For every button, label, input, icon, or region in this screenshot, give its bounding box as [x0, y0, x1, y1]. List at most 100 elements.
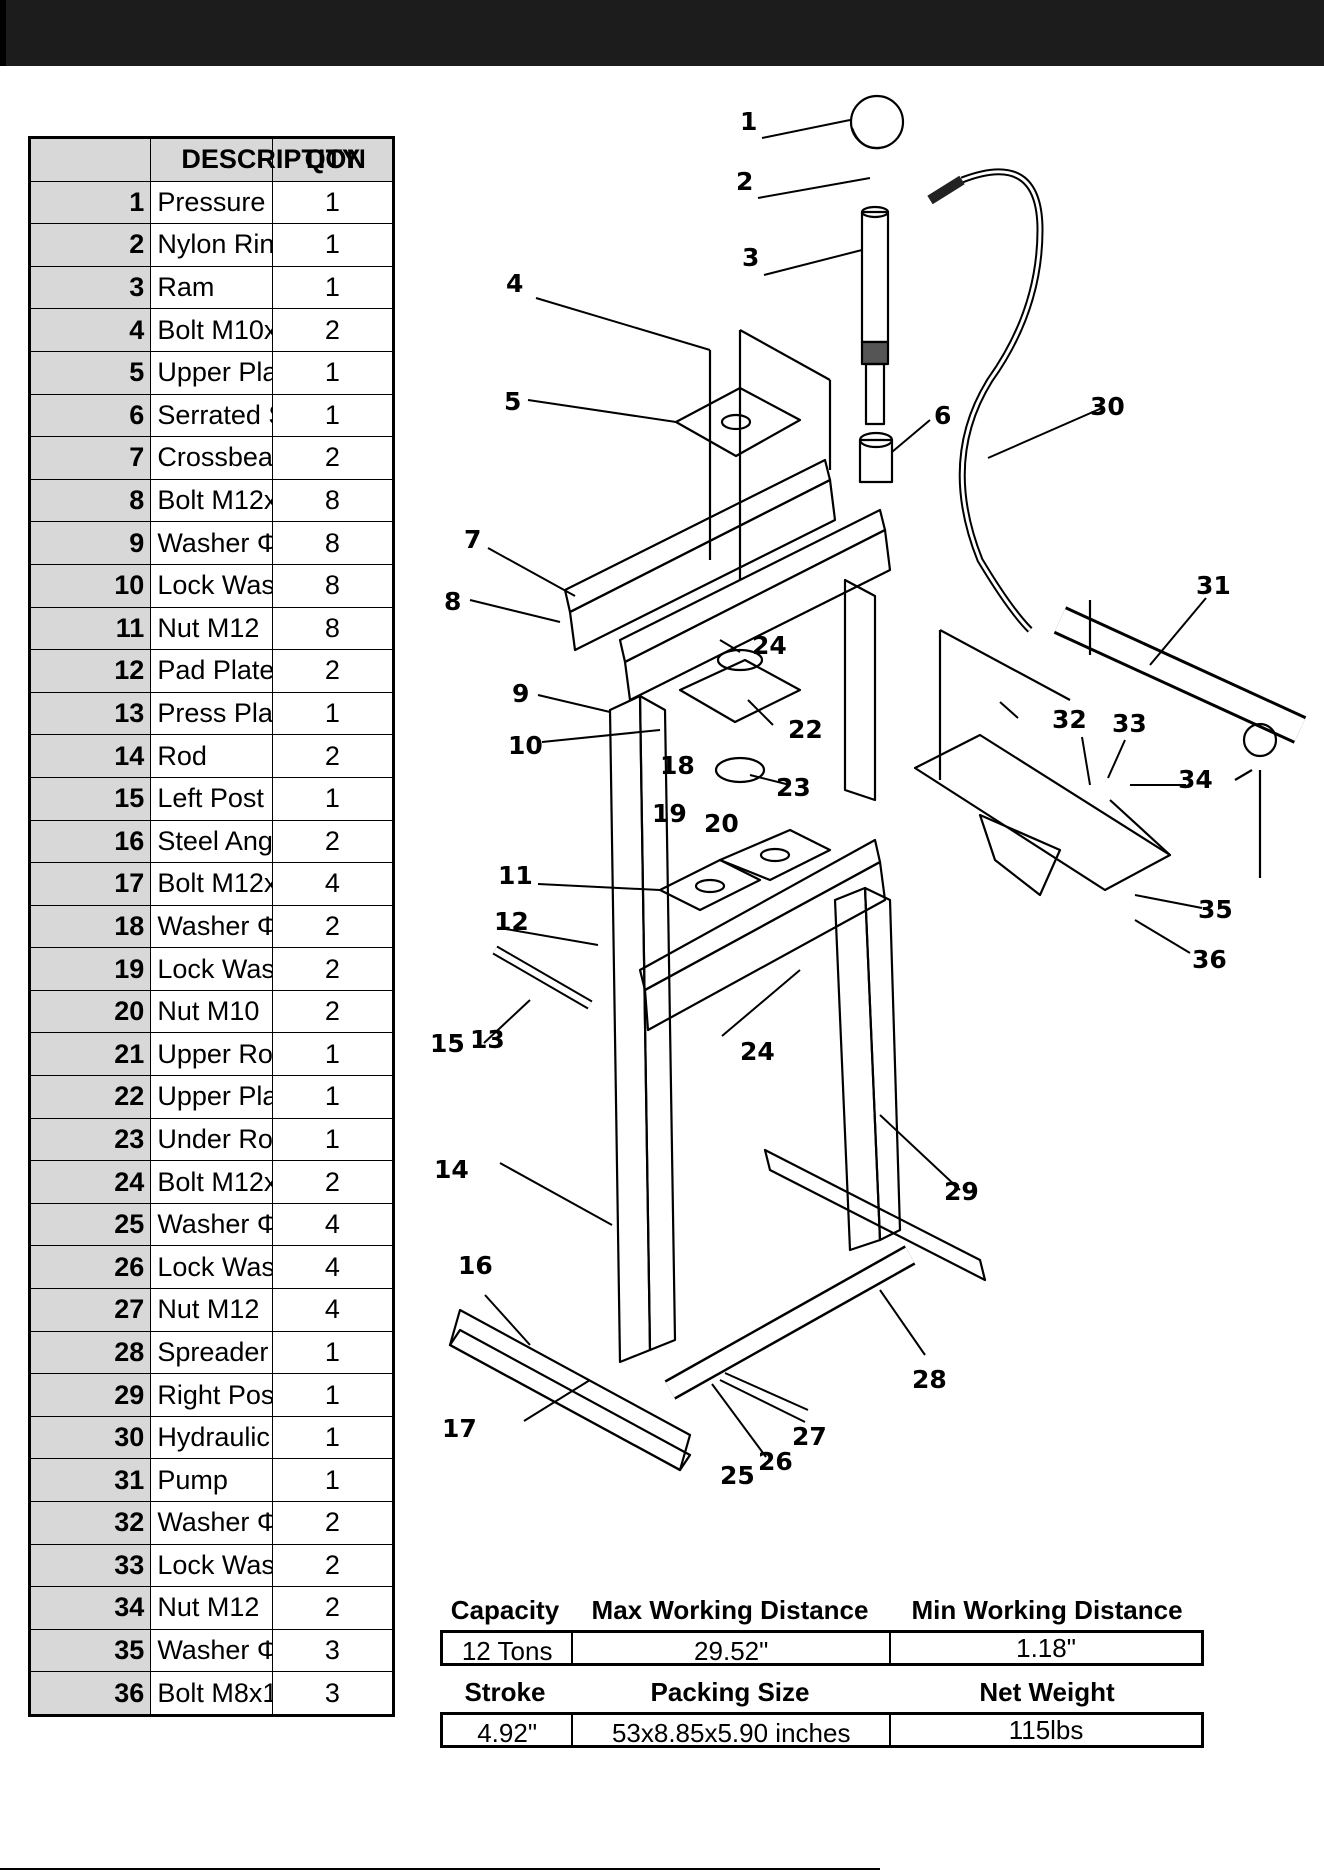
callout-label: 12	[494, 907, 529, 936]
part-description: Bolt M10x140	[150, 308, 273, 352]
part-description: Lock Washer Φ12	[150, 1245, 273, 1290]
part-description: Nut M12	[150, 606, 273, 651]
part-qty: 8	[271, 478, 395, 523]
part-number: 3	[28, 265, 152, 310]
part-description: Rod	[150, 734, 273, 778]
header-bar	[0, 0, 1324, 66]
part-number: 26	[28, 1245, 152, 1290]
part-qty: 4	[271, 1245, 395, 1290]
part-qty: 4	[271, 1202, 395, 1247]
specs-row1-values: 12 Tons 29.52" 1.18"	[440, 1630, 1204, 1666]
part-number: 35	[28, 1628, 152, 1673]
callout-label: 22	[788, 715, 823, 744]
part-description: Bolt M12x35	[150, 478, 273, 523]
callout-label: 16	[458, 1251, 493, 1280]
part-number: 28	[28, 1330, 152, 1375]
part-qty: 2	[271, 1543, 395, 1588]
part-description: Lock Washer Φ12	[150, 1543, 273, 1588]
hydraulic-hose	[958, 168, 1044, 633]
callout-label: 36	[1192, 945, 1227, 974]
callout-label: 25	[720, 1461, 755, 1490]
part-description: Right Post	[150, 1373, 273, 1417]
part-description: Upper Plate	[150, 350, 273, 395]
part-qty: 1	[271, 223, 395, 267]
part-qty: 1	[271, 1415, 395, 1460]
part-number: 31	[28, 1458, 152, 1502]
callout-label: 7	[464, 525, 481, 554]
part-qty: 1	[271, 1117, 395, 1162]
part-number: 24	[28, 1160, 152, 1204]
part-description: Spreader	[150, 1330, 273, 1375]
part-description: Crossbeam	[150, 436, 273, 480]
part-description: Press Plateform	[150, 691, 273, 736]
part-description: Left Post	[150, 776, 273, 821]
part-qty: 8	[271, 563, 395, 608]
callout-label: 34	[1178, 765, 1213, 794]
callout-label: 29	[944, 1177, 979, 1206]
table-header-row: DESCRIPTION QTY	[28, 137, 395, 182]
spec-label-stroke: Stroke	[464, 1676, 546, 1707]
part-qty: 4	[271, 862, 395, 906]
part-number: 16	[28, 819, 152, 864]
part-number: 7	[28, 436, 152, 480]
part-number: 19	[28, 947, 152, 991]
part-qty: 2	[271, 308, 395, 352]
part-number: 13	[28, 691, 152, 736]
part-description: Ram	[150, 265, 273, 310]
part-description: Bolt M12x30	[150, 862, 273, 906]
callout-label: 18	[660, 751, 695, 780]
part-qty: 1	[271, 1330, 395, 1375]
part-qty: 1	[271, 393, 395, 438]
part-qty: 8	[271, 606, 395, 651]
steel-angle-right	[763, 1148, 987, 1282]
callout-label: 26	[758, 1447, 793, 1476]
steel-angle-left	[448, 1328, 692, 1472]
header-number	[28, 137, 152, 182]
part-qty: 3	[271, 1671, 395, 1716]
part-qty: 1	[271, 1373, 395, 1417]
callout-label: 31	[1196, 571, 1231, 600]
callout-label: 2	[736, 167, 753, 196]
part-number: 21	[28, 1032, 152, 1077]
part-qty: 2	[271, 1501, 395, 1545]
part-number: 11	[28, 606, 152, 651]
part-number: 33	[28, 1543, 152, 1588]
part-description: Pressure Guage	[150, 180, 273, 225]
part-description: Upper Round Nut	[150, 1032, 273, 1077]
callout-label: 8	[444, 587, 461, 616]
part-number: 8	[28, 478, 152, 523]
part-description: Bolt M8x15	[150, 1671, 273, 1716]
part-number: 1	[28, 180, 152, 225]
spec-value-capacity: 12 Tons	[443, 1633, 574, 1666]
callout-label: 17	[442, 1414, 477, 1443]
callout-label: 28	[912, 1365, 947, 1394]
part-qty: 4	[271, 1288, 395, 1332]
callout-label: 3	[742, 243, 759, 272]
specs-table: Capacity Max Working Distance Min Workin…	[440, 1590, 1204, 1754]
spec-value-packing-size: 53x8.85x5.90 inches	[573, 1715, 892, 1748]
part-qty: 1	[271, 350, 395, 395]
part-number: 30	[28, 1415, 152, 1460]
ram	[860, 210, 890, 344]
part-number: 12	[28, 649, 152, 693]
part-description: Nut M12	[150, 1288, 273, 1332]
part-number: 5	[28, 350, 152, 395]
